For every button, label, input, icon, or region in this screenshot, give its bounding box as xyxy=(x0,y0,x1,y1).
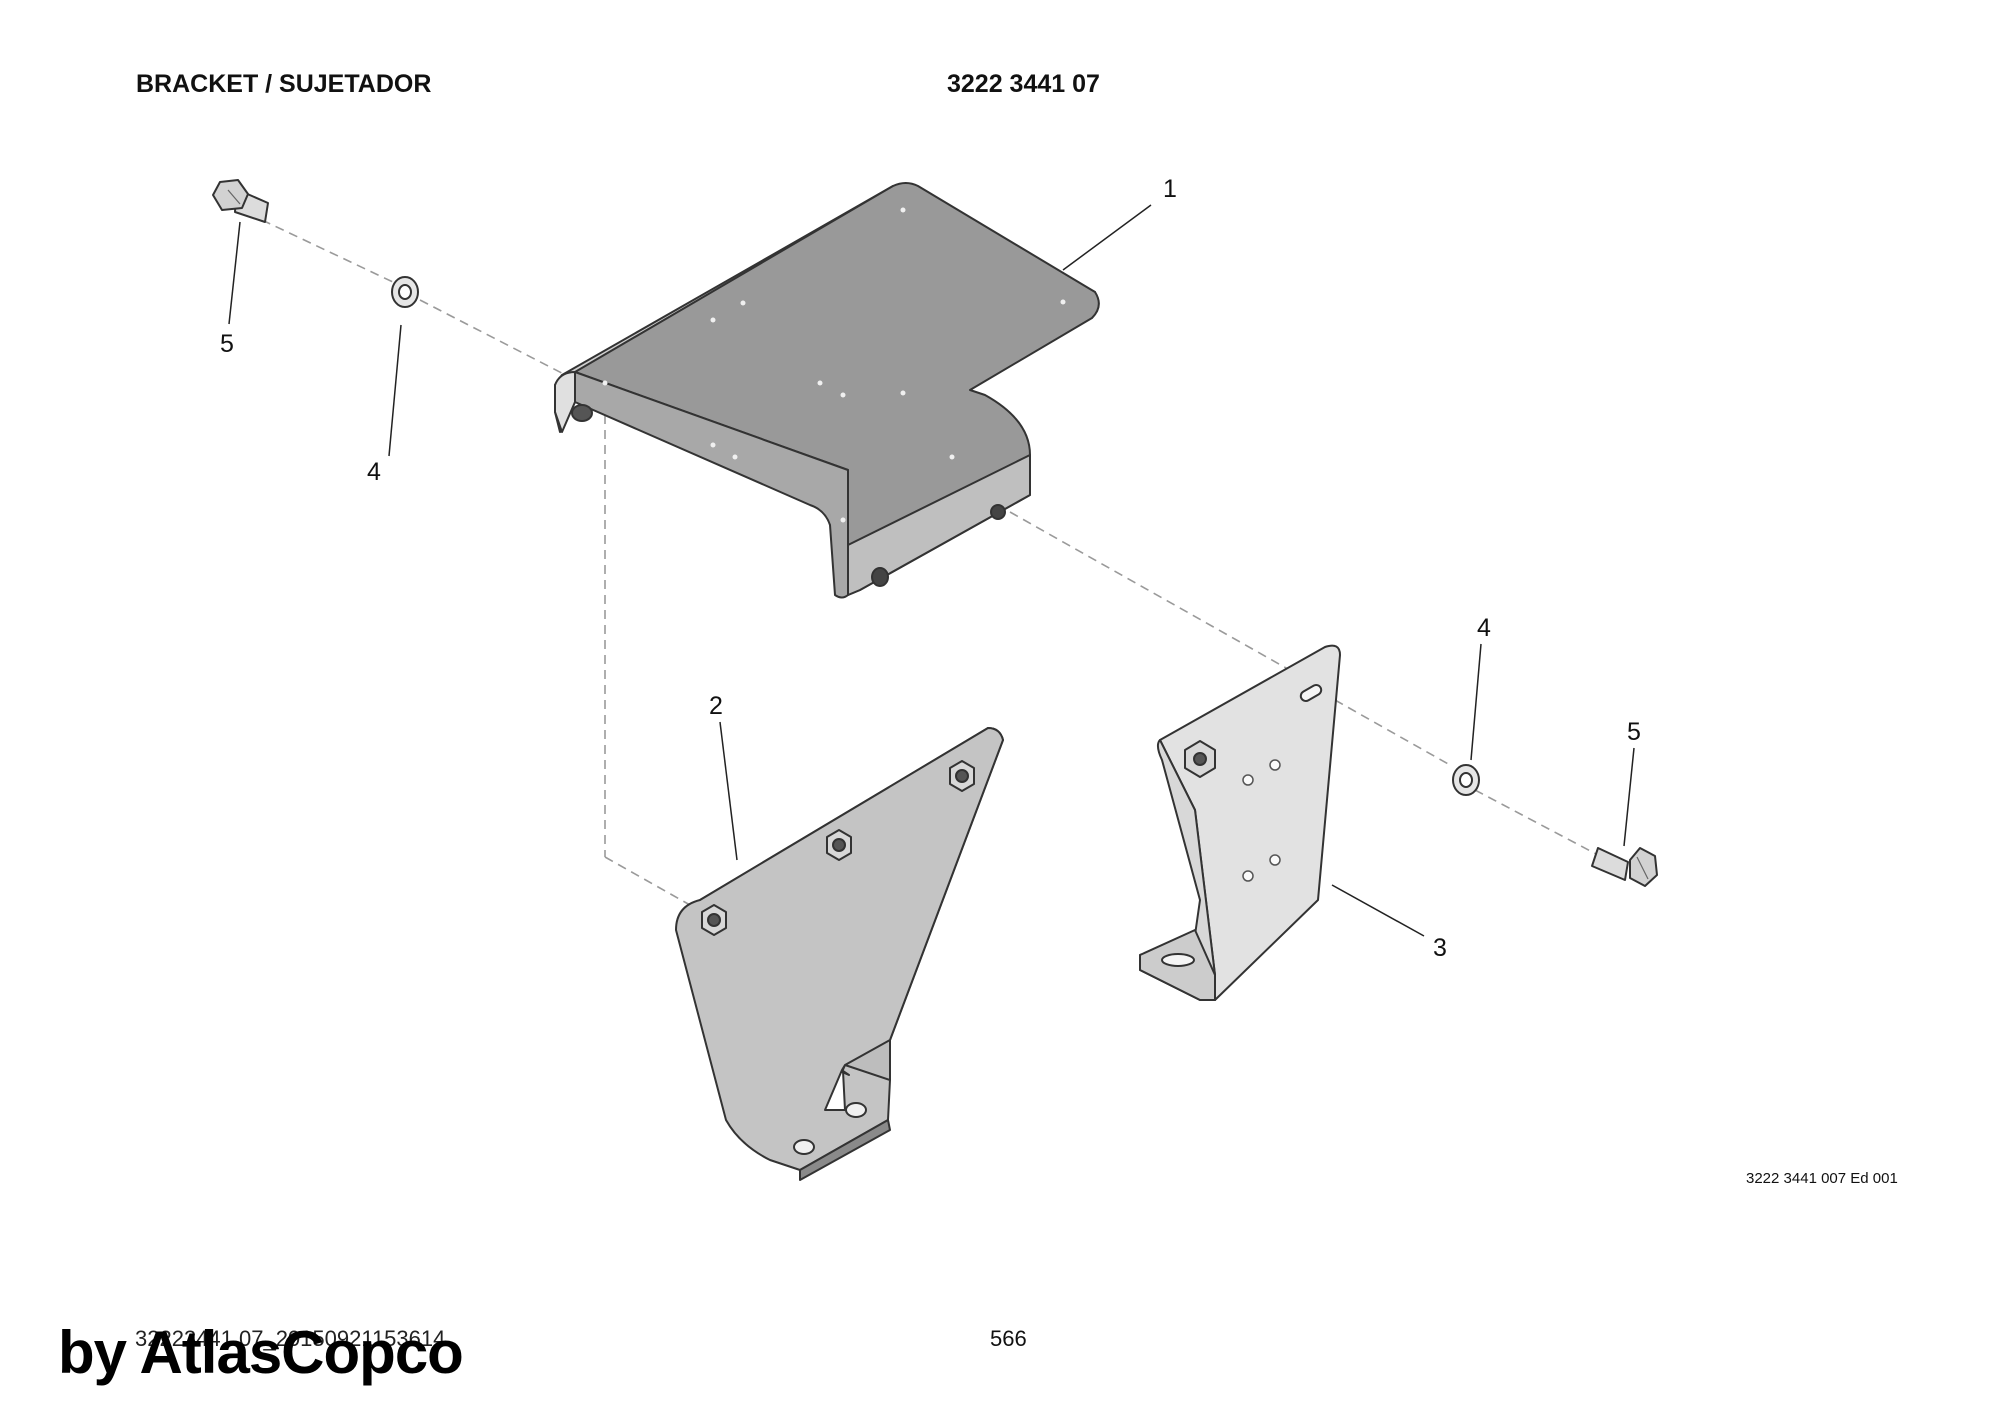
callout-3: 3 xyxy=(1433,934,1447,962)
washers xyxy=(391,276,1480,796)
callout-2: 2 xyxy=(709,692,723,720)
callout-4-right: 4 xyxy=(1477,614,1491,642)
assembly-line xyxy=(1009,511,1326,691)
footer-document-id: 32223441 07_20150921153614 xyxy=(135,1326,446,1351)
washer-left xyxy=(391,276,419,308)
drawing-reference: 3222 3441 007 Ed 001 xyxy=(1746,1170,1898,1187)
assembly-lines xyxy=(261,219,1599,906)
part-number: 3222 3441 07 xyxy=(947,70,1100,98)
assembly-line xyxy=(1474,789,1599,856)
callout-1: 1 xyxy=(1163,175,1177,203)
leader-lines xyxy=(228,204,1635,937)
callout-5-right: 5 xyxy=(1627,718,1641,746)
leader-line-5-left xyxy=(228,221,241,325)
bolt-right xyxy=(1591,847,1658,887)
assembly-line xyxy=(261,219,396,284)
bolt-left xyxy=(212,179,269,223)
hex-head-bolt xyxy=(1184,740,1216,778)
page-number: 566 xyxy=(990,1326,1027,1351)
right-upright-bracket xyxy=(1139,644,1341,1001)
diagram-title: BRACKET / SUJETADOR xyxy=(136,70,432,98)
leader-line-4-right xyxy=(1470,643,1482,761)
left-gusset-bracket xyxy=(675,727,1004,1181)
assembly-line xyxy=(604,856,691,906)
callout-5-left: 5 xyxy=(220,330,234,358)
leader-line-5-right xyxy=(1623,747,1635,847)
leader-line-1 xyxy=(1062,204,1152,271)
assembly-line xyxy=(1334,699,1451,766)
washer-right xyxy=(1452,764,1480,796)
leader-line-3 xyxy=(1331,884,1425,937)
bolts xyxy=(212,179,1658,887)
assembly-line xyxy=(419,299,586,386)
leader-line-2 xyxy=(719,721,738,861)
hex-nuts xyxy=(701,760,975,936)
top-plate-bracket xyxy=(554,182,1100,599)
leader-line-4-left xyxy=(388,324,402,457)
callout-4-left: 4 xyxy=(367,458,381,486)
